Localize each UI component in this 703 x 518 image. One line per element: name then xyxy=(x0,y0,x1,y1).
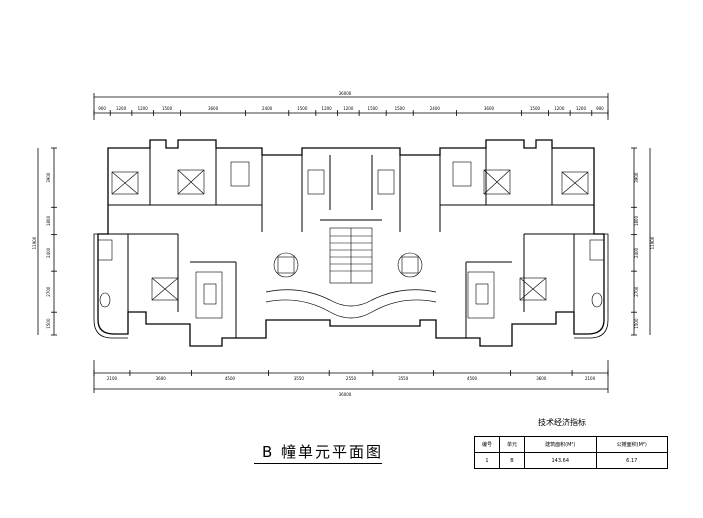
bottom-dim-label: 3550 xyxy=(398,376,409,381)
left-total-label: 11900 xyxy=(32,236,37,249)
dining-tables xyxy=(230,161,472,278)
header-cell-number: 编号 xyxy=(474,436,500,453)
bottom-dim-label: 3600 xyxy=(536,376,547,381)
top-dim-label: 1200 xyxy=(343,106,354,111)
stair-core xyxy=(329,227,373,284)
tech-table-row: 1 B 143.64 6.17 xyxy=(474,452,668,469)
bottom-dim-label: 2100 xyxy=(107,376,118,381)
right-dim-label: 1500 xyxy=(634,318,639,329)
bottom-dimension-lines: 36000 2100 3600 4500 3550 2550 3550 4500 3600 21… xyxy=(93,360,609,397)
top-dim-label: 1500 xyxy=(368,106,379,111)
sofas xyxy=(195,271,495,319)
top-dim-label: 900 xyxy=(596,106,604,111)
bottom-dim-label: 2550 xyxy=(346,376,357,381)
bottom-dim-label: 3550 xyxy=(294,376,305,381)
top-dim-label: 1200 xyxy=(138,106,149,111)
tech-table-title: 技术经济指标 xyxy=(538,418,586,427)
top-dimension-lines: 36000 900 1200 1200 1500 3600 2400 1500 1200 120… xyxy=(93,91,609,120)
header-cell-unit: 单元 xyxy=(499,436,525,453)
bathroom-fixtures xyxy=(97,169,605,308)
bottom-dim-label: 4500 xyxy=(467,376,478,381)
left-dim-label: 1800 xyxy=(46,215,51,226)
top-dim-label: 1500 xyxy=(162,106,173,111)
left-dim-label: 2700 xyxy=(46,286,51,297)
beds xyxy=(111,169,589,301)
bottom-dim-label: 4500 xyxy=(225,376,236,381)
top-dim-label: 1500 xyxy=(530,106,541,111)
top-dim-label: 1200 xyxy=(576,106,587,111)
left-dim-label: 3900 xyxy=(46,172,51,183)
right-dim-label: 2400 xyxy=(634,247,639,258)
tech-table: 编号 单元 建筑面积(M²) 公摊面积(M²) 1 B 143.64 6.17 xyxy=(474,436,668,469)
top-dim-label: 2400 xyxy=(262,106,273,111)
bottom-dim-label: 3600 xyxy=(156,376,167,381)
cell-number: 1 xyxy=(474,452,500,469)
top-dim-label: 1500 xyxy=(395,106,406,111)
top-dim-label: 3600 xyxy=(484,106,495,111)
bottom-dim-label: 2100 xyxy=(585,376,596,381)
header-cell-area: 建筑面积(M²) xyxy=(524,436,597,453)
top-dim-label: 3600 xyxy=(208,106,219,111)
interior-walls xyxy=(108,148,594,338)
drawing-title: B 幢单元平面图 xyxy=(262,443,384,461)
top-dim-label: 1200 xyxy=(322,106,333,111)
right-dim-label: 3900 xyxy=(634,172,639,183)
cell-shared-area: 6.17 xyxy=(595,452,668,469)
right-total-label: 11900 xyxy=(650,236,655,249)
right-dim-label: 1800 xyxy=(634,215,639,226)
tech-table-header-row: 编号 单元 建筑面积(M²) 公摊面积(M²) xyxy=(474,436,668,453)
top-dim-label: 1200 xyxy=(116,106,127,111)
building-walls xyxy=(93,139,609,347)
left-dim-label: 2400 xyxy=(46,247,51,258)
curved-terrace xyxy=(265,289,437,319)
top-dim-label: 1500 xyxy=(297,106,308,111)
right-dim-label: 2700 xyxy=(634,286,639,297)
top-dim-label: 900 xyxy=(98,106,106,111)
top-dim-label: 1200 xyxy=(554,106,565,111)
left-dim-label: 1500 xyxy=(46,318,51,329)
top-dim-label: 2400 xyxy=(430,106,441,111)
cell-area: 143.64 xyxy=(524,452,597,469)
title-underline xyxy=(254,463,382,464)
cell-unit: B xyxy=(499,452,525,469)
right-dimension-lines: 11900 3900 1800 2400 2700 1500 xyxy=(631,147,655,336)
bottom-total-label: 36000 xyxy=(339,392,352,397)
header-cell-shared-area: 公摊面积(M²) xyxy=(595,436,668,453)
top-total-label: 36000 xyxy=(339,91,352,96)
left-dimension-lines: 11900 3900 1800 2400 2700 1500 xyxy=(32,147,57,336)
